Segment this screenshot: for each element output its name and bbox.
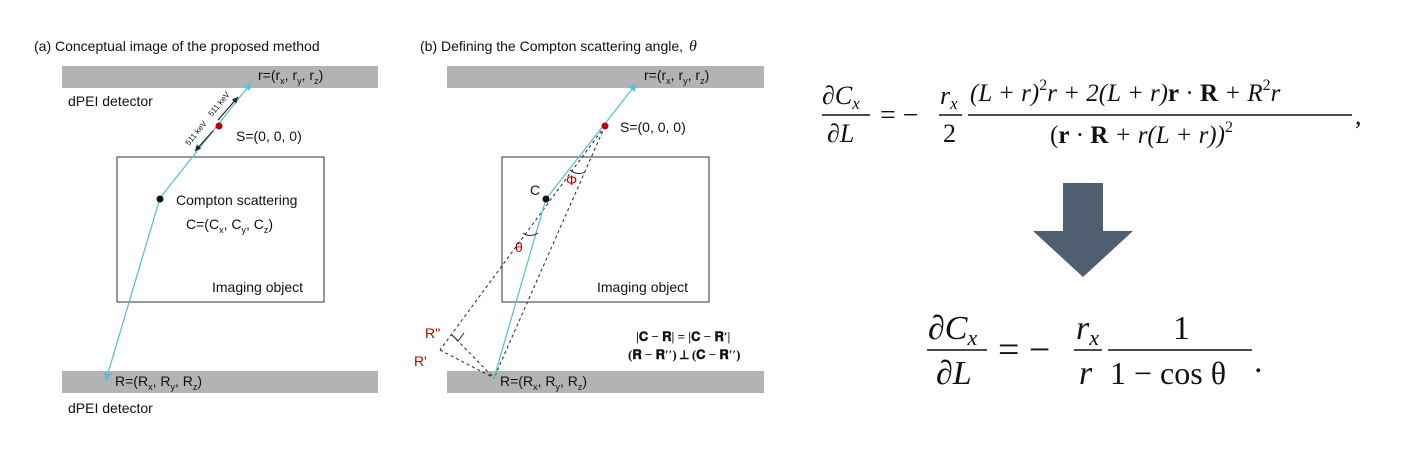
- relation-eq-1-b: |𝐂 − 𝐑| = |𝐂 − 𝐑′|: [636, 329, 730, 344]
- top-detector-bar-b: [447, 66, 764, 88]
- panel-a-title: (a) Conceptual image of the proposed met…: [34, 38, 320, 54]
- bottom-detector-bar-a: [62, 371, 378, 393]
- scatter-point-b: [542, 195, 550, 203]
- dashed-s-to-R-b: [493, 125, 606, 379]
- r-prime-label-b: R': [414, 353, 427, 369]
- dashed-Rp-to-R-b: [439, 349, 495, 379]
- point-r-label-b: r=(rx, ry, rz): [644, 67, 709, 86]
- bottom-detector-label-a: dPEI detector: [68, 400, 153, 416]
- eq-top-denominator: (r · R + r(L + r))2: [1050, 119, 1233, 149]
- ray-c-to-R-b: [493, 198, 547, 379]
- eq-top-trailing-comma: ,: [1355, 101, 1362, 130]
- eq-bottom-trailing-period: .: [1254, 343, 1263, 380]
- imaging-object-box-b: [501, 156, 710, 303]
- theta-arc-b: [522, 232, 539, 236]
- eq-top-eq-minus: = −: [880, 100, 919, 131]
- dashed-s-to-Rp-b: [439, 125, 606, 351]
- bottom-detector-bar-b: [447, 371, 764, 393]
- imaging-object-box-a: [116, 156, 325, 303]
- eq-bottom-frac-den: 1 − cos θ: [1110, 355, 1226, 391]
- scatter-label-a: Compton scattering: [176, 192, 297, 208]
- photon-arrow-up-a: [217, 96, 239, 121]
- eq-top-numerator: (L + r)2r + 2(L + r)r · R + R2r: [970, 77, 1281, 107]
- source-point-b: [601, 122, 609, 130]
- imaging-object-label-b: Imaging object: [597, 279, 688, 295]
- ray-c-to-R-a: [104, 197, 161, 381]
- top-detector-label-a: dPEI detector: [68, 93, 153, 109]
- source-label-b: S=(0, 0, 0): [620, 119, 686, 135]
- eq-top-lhs-num: ∂Cx: [822, 81, 860, 113]
- phi-label-b: Φ: [566, 172, 577, 188]
- eq-bottom-coef-den: r: [1079, 355, 1093, 392]
- eq-top-coef-num: rx: [940, 81, 958, 113]
- eq-bottom-lhs-num: ∂Cx: [928, 310, 977, 350]
- point-R-label-b: R=(Rx, Ry, Rz): [500, 373, 587, 392]
- source-label-a: S=(0, 0, 0): [236, 128, 302, 144]
- point-c-label-a: C=(Cx, Cy, Cz): [186, 216, 273, 235]
- photon-arrow-down-a: [194, 130, 214, 152]
- theta-label-b: θ: [515, 239, 523, 255]
- eq-bottom-frac-num: 1: [1173, 310, 1190, 347]
- relation-eq-2-b: (𝐑 − 𝐑′′) ⊥ (𝐂 − 𝐑′′): [628, 347, 740, 362]
- energy-label-1-a: 511 keV: [207, 90, 233, 119]
- eq-bottom-eq-minus: = −: [998, 329, 1050, 371]
- panel-b: (b) Defining the Compton scattering angl…: [414, 38, 764, 393]
- eq-bottom-coef-num: rx: [1076, 310, 1099, 350]
- scatter-point-a: [156, 195, 164, 203]
- down-arrow-icon: [1033, 183, 1133, 277]
- energy-label-2-a: 511 keV: [184, 119, 210, 148]
- ray-c-to-r-b: [545, 83, 637, 200]
- imaging-object-label-a: Imaging object: [212, 279, 303, 295]
- top-detector-bar-a: [62, 66, 378, 88]
- panel-a: (a) Conceptual image of the proposed met…: [34, 38, 378, 416]
- right-angle-mark-b: [451, 332, 465, 342]
- eq-top-coef-den: 2: [943, 119, 956, 148]
- r-double-prime-label-b: R'': [425, 325, 440, 341]
- point-r-label-a: r=(rx, ry, rz): [258, 67, 323, 86]
- dashed-Rpp-to-R-b: [451, 334, 495, 379]
- eq-bottom-lhs-den: ∂L: [936, 355, 972, 392]
- phi-arc-b: [569, 169, 586, 175]
- point-R-label-a: R=(Rx, Ry, Rz): [115, 373, 202, 392]
- point-c-label-b: C: [530, 182, 540, 198]
- equation-top: ∂Cx ∂L = − rx 2 (L + r)2r + 2(L + r)r · …: [822, 77, 1362, 149]
- eq-top-lhs-den: ∂L: [827, 119, 854, 148]
- source-point-a: [215, 122, 223, 130]
- panel-b-title: (b) Defining the Compton scattering angl…: [420, 38, 697, 55]
- equation-bottom: ∂Cx ∂L = − rx r 1 1 − cos θ .: [927, 310, 1263, 392]
